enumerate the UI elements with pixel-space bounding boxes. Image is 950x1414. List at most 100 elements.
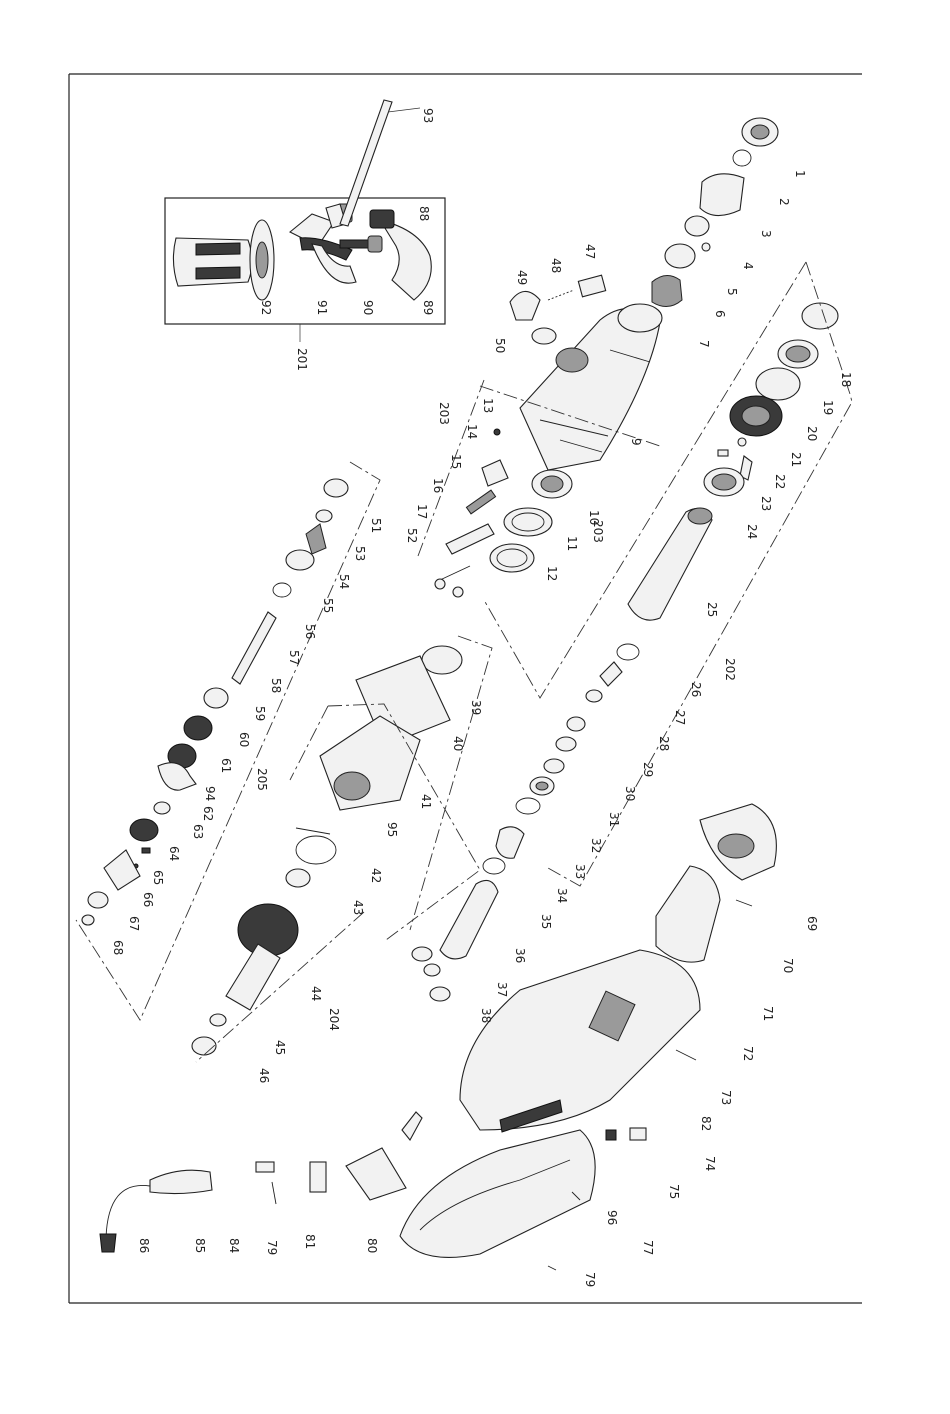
callout-27: 27 bbox=[673, 710, 687, 725]
callout-29: 29 bbox=[641, 762, 655, 777]
callout-50: 50 bbox=[493, 338, 507, 353]
callout-13: 13 bbox=[481, 398, 495, 413]
callout-16: 16 bbox=[431, 478, 445, 493]
callout-53: 53 bbox=[353, 546, 367, 561]
callout-67: 67 bbox=[127, 916, 141, 931]
callout-88: 88 bbox=[417, 206, 431, 221]
callout-25: 25 bbox=[705, 602, 719, 617]
callout-18: 18 bbox=[839, 372, 853, 387]
callout-21: 21 bbox=[789, 452, 803, 467]
callout-60: 60 bbox=[237, 732, 251, 747]
callout-65: 65 bbox=[151, 870, 165, 885]
callout-84: 84 bbox=[227, 1238, 241, 1253]
callout-54: 54 bbox=[337, 574, 351, 589]
callout-89: 89 bbox=[421, 300, 435, 315]
callout-77: 77 bbox=[641, 1240, 655, 1255]
chuck-parts bbox=[652, 118, 778, 307]
callout-2: 2 bbox=[777, 198, 791, 206]
callout-96: 96 bbox=[605, 1210, 619, 1225]
callout-91: 91 bbox=[315, 300, 329, 315]
callout-56: 56 bbox=[303, 624, 317, 639]
callout-61: 61 bbox=[219, 758, 233, 773]
callout-93: 93 bbox=[421, 108, 435, 123]
callout-55: 55 bbox=[321, 598, 335, 613]
callout-35: 35 bbox=[539, 914, 553, 929]
callout-40: 40 bbox=[451, 736, 465, 751]
callout-41: 41 bbox=[419, 794, 433, 809]
side-handle-inset bbox=[165, 198, 445, 324]
callout-15: 15 bbox=[449, 454, 463, 469]
callout-44: 44 bbox=[309, 986, 323, 1001]
callout-203: 203 bbox=[437, 402, 451, 425]
callout-19: 19 bbox=[821, 400, 835, 415]
callout-66: 66 bbox=[141, 892, 155, 907]
callout-85: 85 bbox=[193, 1238, 207, 1253]
callout-43: 43 bbox=[351, 900, 365, 915]
callout-34: 34 bbox=[555, 888, 569, 903]
callout-205: 205 bbox=[255, 768, 269, 791]
callout-28: 28 bbox=[657, 736, 671, 751]
callout-82: 82 bbox=[699, 1116, 713, 1131]
callout-81: 81 bbox=[303, 1234, 317, 1249]
callout-9: 9 bbox=[629, 438, 643, 446]
callout-202: 202 bbox=[723, 658, 737, 681]
gear-shaft-assembly bbox=[82, 479, 348, 925]
callout-72: 72 bbox=[741, 1046, 755, 1061]
depth-rod bbox=[340, 100, 420, 226]
callout-73: 73 bbox=[719, 1090, 733, 1105]
callout-79-b: 79 bbox=[265, 1240, 279, 1255]
callout-4: 4 bbox=[741, 262, 755, 270]
callout-7: 7 bbox=[697, 340, 711, 348]
callout-36: 36 bbox=[513, 948, 527, 963]
callout-62: 62 bbox=[201, 806, 215, 821]
callout-39: 39 bbox=[469, 700, 483, 715]
callout-31: 31 bbox=[607, 812, 621, 827]
callout-203-b: 203 bbox=[591, 520, 605, 543]
callout-49: 49 bbox=[515, 270, 529, 285]
switch-lever-parts bbox=[435, 429, 508, 597]
bearing-rings bbox=[490, 470, 572, 572]
callout-204: 204 bbox=[327, 1008, 341, 1031]
callout-94: 94 bbox=[203, 786, 217, 801]
callout-26: 26 bbox=[689, 682, 703, 697]
callout-70: 70 bbox=[781, 958, 795, 973]
callout-1: 1 bbox=[793, 170, 807, 178]
callout-90: 90 bbox=[361, 300, 375, 315]
callout-71: 71 bbox=[761, 1006, 775, 1021]
callout-48: 48 bbox=[549, 258, 563, 273]
callout-23: 23 bbox=[759, 496, 773, 511]
callout-17: 17 bbox=[415, 504, 429, 519]
callout-6: 6 bbox=[713, 310, 727, 318]
callout-57: 57 bbox=[287, 650, 301, 665]
callout-79: 79 bbox=[583, 1272, 597, 1287]
callout-51: 51 bbox=[369, 518, 383, 533]
callout-32: 32 bbox=[589, 838, 603, 853]
callout-69: 69 bbox=[805, 916, 819, 931]
callout-75: 75 bbox=[667, 1184, 681, 1199]
callout-58: 58 bbox=[269, 678, 283, 693]
callout-201: 201 bbox=[295, 348, 309, 371]
callout-22: 22 bbox=[773, 474, 787, 489]
callout-52: 52 bbox=[405, 528, 419, 543]
callout-80: 80 bbox=[365, 1238, 379, 1253]
callout-68: 68 bbox=[111, 940, 125, 955]
gear-rings bbox=[704, 303, 838, 496]
callout-63: 63 bbox=[191, 824, 205, 839]
callout-92: 92 bbox=[259, 300, 273, 315]
callout-74: 74 bbox=[703, 1156, 717, 1171]
callout-46: 46 bbox=[257, 1068, 271, 1083]
callout-45: 45 bbox=[273, 1040, 287, 1055]
callout-20: 20 bbox=[805, 426, 819, 441]
callout-59: 59 bbox=[253, 706, 267, 721]
callout-12: 12 bbox=[545, 566, 559, 581]
callout-14: 14 bbox=[465, 424, 479, 439]
callout-11: 11 bbox=[565, 536, 579, 551]
callout-38: 38 bbox=[479, 1008, 493, 1023]
callout-47: 47 bbox=[583, 244, 597, 259]
callout-5: 5 bbox=[725, 288, 739, 296]
callout-86: 86 bbox=[137, 1238, 151, 1253]
callout-24: 24 bbox=[745, 524, 759, 539]
callout-42: 42 bbox=[369, 868, 383, 883]
callout-3: 3 bbox=[759, 230, 773, 238]
